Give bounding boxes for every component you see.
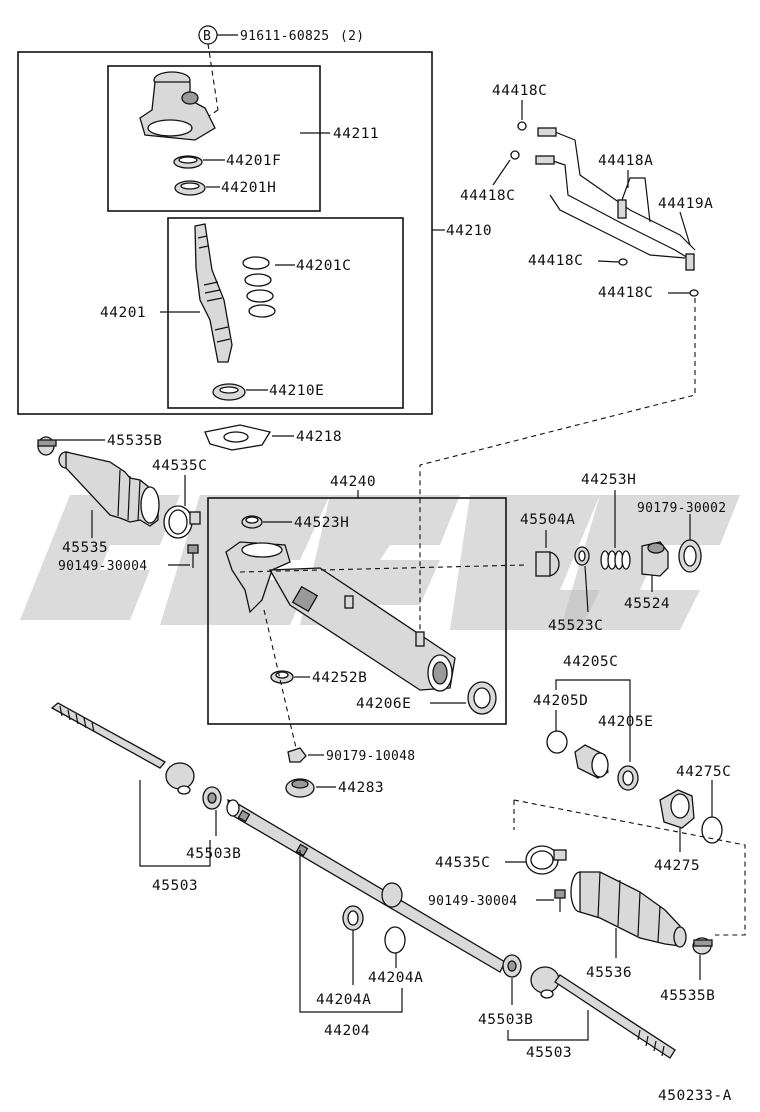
lock-washer-45503b-top-part bbox=[202, 786, 222, 810]
label-44206E: 44206E bbox=[356, 696, 411, 712]
callout-badge: B bbox=[203, 29, 211, 44]
label-44523H: 44523H bbox=[294, 515, 349, 531]
label-91611-60825: 91611-60825 bbox=[240, 29, 329, 44]
label-44218: 44218 bbox=[296, 429, 342, 445]
clamp-44535c-top-part bbox=[163, 505, 201, 539]
label-44252B: 44252B bbox=[312, 670, 367, 686]
housing-box-44240 bbox=[207, 497, 507, 725]
bearing-44201h-part bbox=[174, 180, 206, 196]
pressure-tubes-part bbox=[535, 127, 696, 271]
label-45523C: 45523C bbox=[548, 618, 603, 634]
label-44418C-1: 44418C bbox=[492, 83, 547, 99]
inner-box-44211 bbox=[107, 65, 321, 212]
clamp-45535b-top-part bbox=[37, 436, 57, 456]
seal-rings-part bbox=[242, 256, 276, 318]
label-44204A-1: 44204A bbox=[316, 992, 371, 1008]
rack-housing-part bbox=[225, 541, 456, 692]
spring-44253h-part bbox=[600, 550, 631, 570]
gasket-44218-part bbox=[204, 424, 272, 451]
label-44535C-bot: 44535C bbox=[435, 855, 490, 871]
label-44418C-3: 44418C bbox=[528, 253, 583, 269]
bushing-44204a-1-part bbox=[342, 905, 364, 931]
inner-box-44201 bbox=[167, 217, 404, 409]
seal-44205-part bbox=[574, 744, 609, 779]
bushing-44523h-part bbox=[241, 515, 263, 529]
label-44253H: 44253H bbox=[581, 472, 636, 488]
bolt-90149-bot-part bbox=[554, 889, 566, 912]
locknut-90179-30002-part bbox=[678, 539, 702, 573]
label-90179-30002: 90179-30002 bbox=[637, 501, 726, 516]
label-45503-top: 45503 bbox=[152, 878, 198, 894]
tie-rod-right-part bbox=[530, 966, 676, 1059]
lock-washer-45503b-bot-part bbox=[502, 954, 522, 978]
rack-guide-45504a-part bbox=[535, 551, 560, 577]
label-44535C-top: 44535C bbox=[152, 458, 207, 474]
label-45504A: 45504A bbox=[520, 512, 575, 528]
cap-45524-part bbox=[641, 541, 669, 577]
stopper-44275-part bbox=[659, 789, 695, 829]
valve-housing-part bbox=[139, 71, 216, 141]
bolt-90149-top-part bbox=[187, 544, 199, 568]
oring-44205d-part bbox=[546, 730, 568, 754]
label-45524: 45524 bbox=[624, 596, 670, 612]
label-45535B-top: 45535B bbox=[107, 433, 162, 449]
label-44211: 44211 bbox=[333, 126, 379, 142]
label-44275: 44275 bbox=[654, 858, 700, 874]
label-qty: (2) bbox=[340, 29, 364, 44]
label-44205D: 44205D bbox=[533, 693, 588, 709]
rack-44204-part bbox=[226, 798, 506, 973]
tie-rod-left-part bbox=[50, 702, 195, 795]
label-44240: 44240 bbox=[330, 474, 376, 490]
ring-44205e-part bbox=[617, 765, 639, 791]
clamp-45535b-bot-part bbox=[692, 937, 713, 955]
label-90179-10048: 90179-10048 bbox=[326, 749, 415, 764]
boot-45536-part bbox=[570, 871, 687, 948]
label-44418C-2: 44418C bbox=[460, 188, 515, 204]
pinion-shaft-part bbox=[194, 223, 233, 363]
label-44201H: 44201H bbox=[221, 180, 276, 196]
label-90149-30004-bot: 90149-30004 bbox=[428, 894, 517, 909]
bushing-44206e-part bbox=[467, 681, 497, 715]
label-44204: 44204 bbox=[324, 1023, 370, 1039]
label-90149-30004-top: 90149-30004 bbox=[58, 559, 147, 574]
seat-45523c-part bbox=[574, 546, 590, 566]
label-45535: 45535 bbox=[62, 540, 108, 556]
label-44201: 44201 bbox=[100, 305, 146, 321]
label-44210E: 44210E bbox=[269, 383, 324, 399]
label-44204A-2: 44204A bbox=[368, 970, 423, 986]
label-44201F: 44201F bbox=[226, 153, 281, 169]
nut-90179-10048-part bbox=[287, 747, 307, 763]
label-44283: 44283 bbox=[338, 780, 384, 796]
bushing-44252b-part bbox=[270, 670, 294, 684]
bearing-44210e-part bbox=[212, 383, 246, 401]
label-44205C: 44205C bbox=[563, 654, 618, 670]
label-44418C-4: 44418C bbox=[598, 285, 653, 301]
label-44419A: 44419A bbox=[658, 196, 713, 212]
label-44201C: 44201C bbox=[296, 258, 351, 274]
label-44205E: 44205E bbox=[598, 714, 653, 730]
label-45503-bot: 45503 bbox=[526, 1045, 572, 1061]
label-45503B-top: 45503B bbox=[186, 846, 241, 862]
label-45503B-bot: 45503B bbox=[478, 1012, 533, 1028]
seal-44201f-part bbox=[173, 155, 203, 169]
boot-45535-part bbox=[58, 451, 160, 527]
label-45536: 45536 bbox=[586, 965, 632, 981]
bolt-callout: B 91611-60825 (2) bbox=[194, 25, 364, 126]
clamp-44535c-bot-part bbox=[525, 845, 567, 875]
label-44210: 44210 bbox=[446, 223, 492, 239]
label-44275C: 44275C bbox=[676, 764, 731, 780]
diagram-id: 450233-A bbox=[658, 1088, 732, 1104]
outer-box-44210 bbox=[17, 51, 433, 415]
oring-44204a-2-part bbox=[384, 926, 406, 954]
cap-44283-part bbox=[285, 778, 315, 798]
label-44418A: 44418A bbox=[598, 153, 653, 169]
label-45535B-bot: 45535B bbox=[660, 988, 715, 1004]
